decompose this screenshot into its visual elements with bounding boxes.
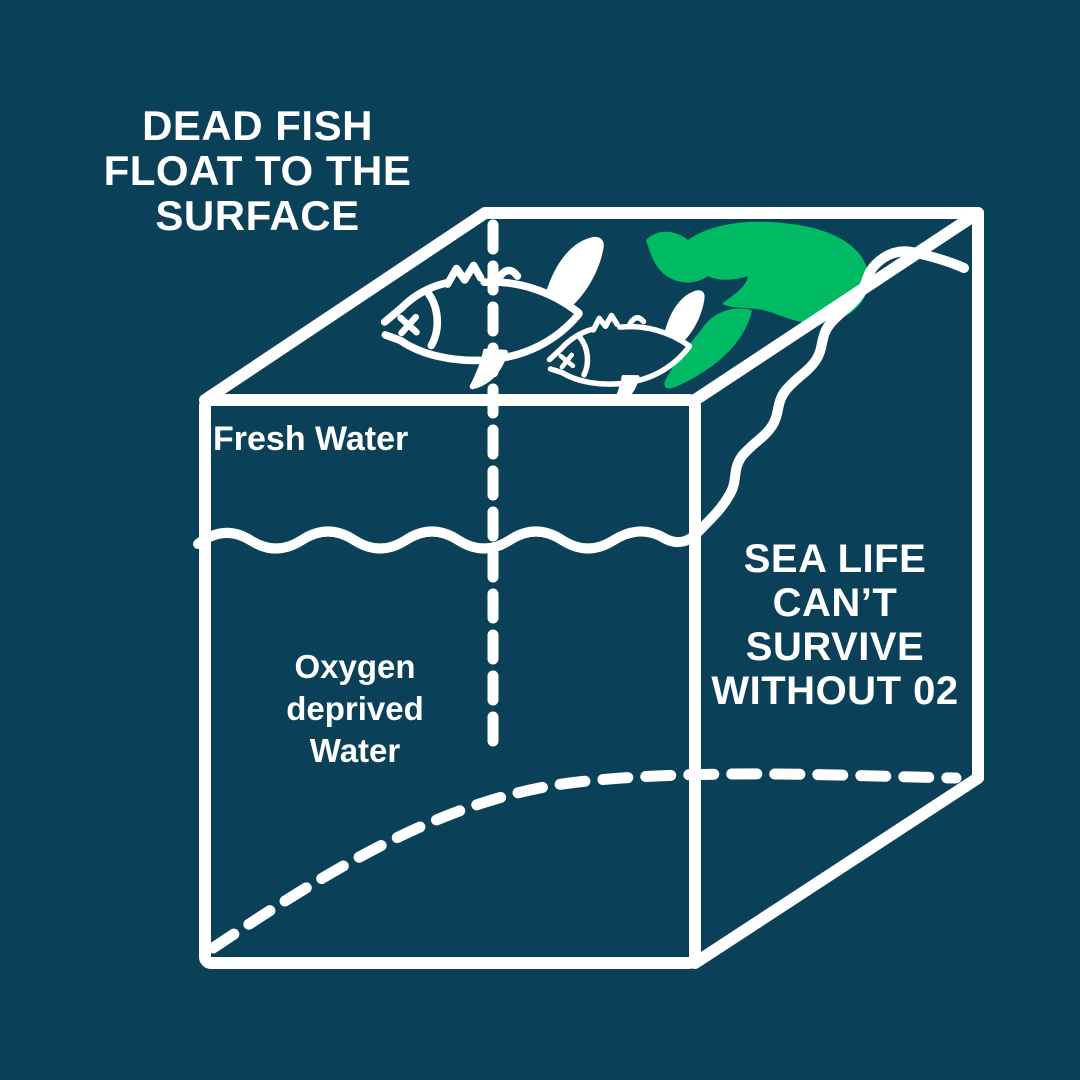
oxygen-deprived-line: deprived (286, 690, 424, 727)
oxygen-deprived-line: Oxygen (294, 648, 416, 685)
sea-life-note-line: SURVIVE (745, 625, 925, 669)
sea-life-note: SEA LIFE CAN’T SURVIVE WITHOUT 02 (703, 537, 967, 713)
algal-bloom-shape (646, 221, 869, 389)
algal-bloom-swoosh (664, 308, 752, 389)
dead-fish-note-line: SURFACE (155, 192, 360, 239)
cube-front-face-edge (199, 394, 701, 969)
dead-fish-note-line: DEAD FISH (142, 102, 373, 149)
cube-top-right-edge (689, 207, 984, 406)
oxygen-deprived-line: Water (309, 732, 401, 769)
fresh-water-label-text: Fresh Water (213, 420, 409, 458)
tank-cube-outline (199, 207, 984, 969)
hidden-bottom-edge-dashed-line (207, 768, 962, 954)
water-surface-wave-line (193, 246, 969, 554)
dead-fish-note-line: FLOAT TO THE (103, 147, 412, 194)
sea-life-note-line: CAN’T (772, 581, 898, 625)
sea-life-note-line: SEA LIFE (743, 537, 927, 581)
dead-fish-note: DEAD FISH FLOAT TO THE SURFACE (85, 103, 430, 238)
fresh-water-label: Fresh Water (213, 421, 513, 457)
sea-life-note-line: WITHOUT 02 (711, 669, 959, 713)
oxygen-deprived-label: Oxygen deprived Water (245, 646, 465, 772)
